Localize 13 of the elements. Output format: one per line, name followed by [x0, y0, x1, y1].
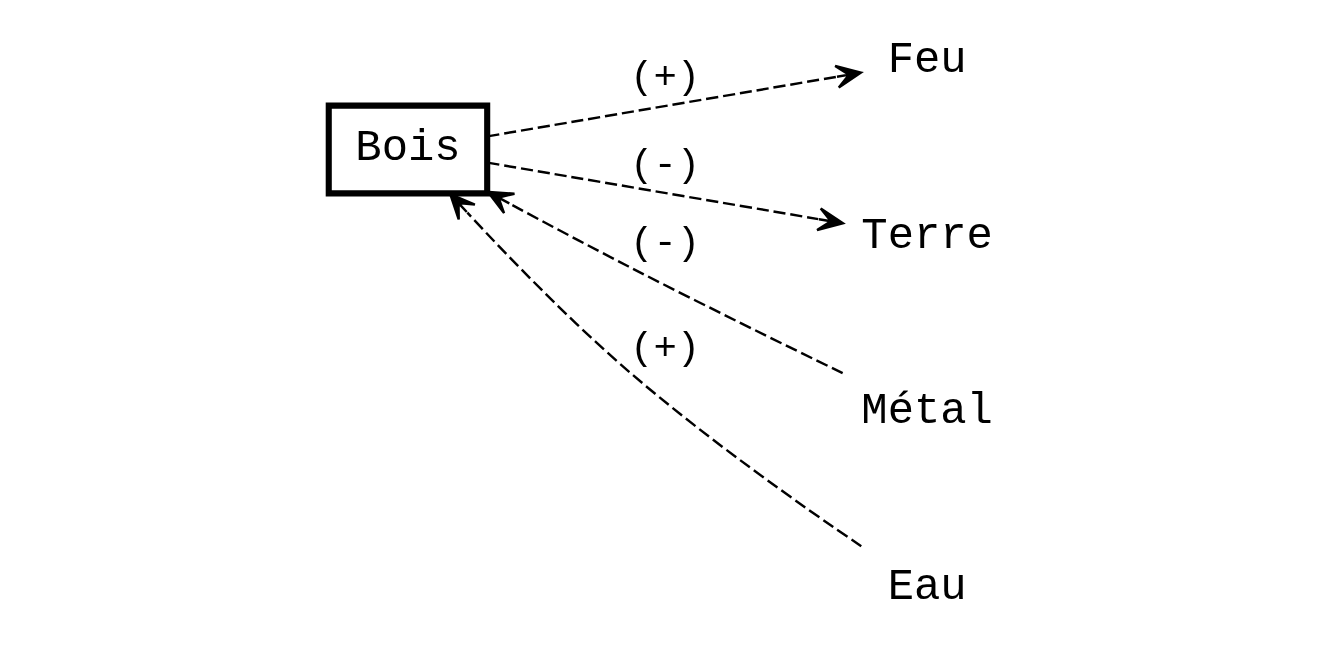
- edge-label: (+): [630, 326, 701, 371]
- edge-label: (-): [630, 143, 701, 188]
- node-text: Eau: [887, 561, 967, 612]
- node-text: Terre: [861, 210, 993, 261]
- edge-label: (-): [630, 221, 701, 266]
- arrow: [487, 64, 863, 138]
- arrow: [487, 161, 845, 232]
- arrow: [449, 192, 862, 548]
- node-text: Feu: [887, 35, 967, 86]
- node-text: Métal: [861, 386, 993, 437]
- node-box: Bois: [325, 102, 491, 197]
- edge-label: (+): [630, 56, 701, 101]
- arrow: [486, 190, 844, 375]
